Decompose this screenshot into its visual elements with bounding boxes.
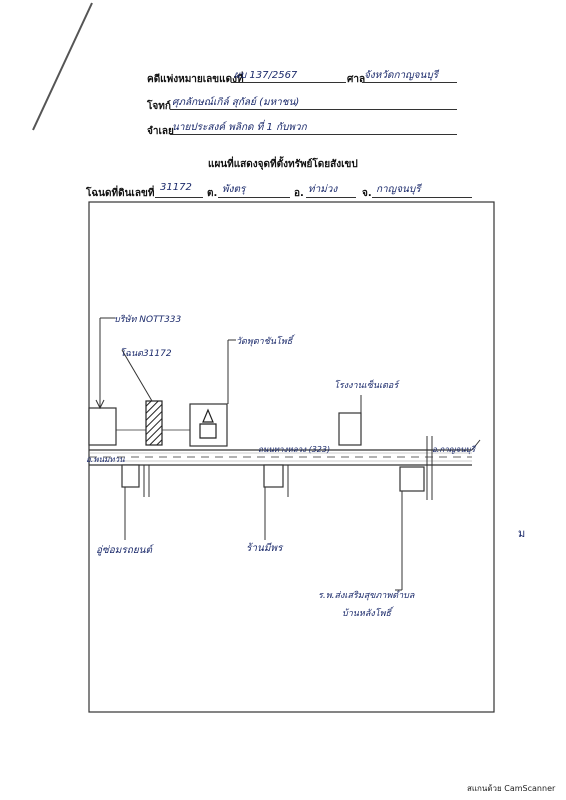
case-number-value: ผบ 137/2567 [234, 70, 298, 81]
map-title: แผนที่แสดงจุดที่ตั้งทรัพย์โดยสังเขป [208, 159, 358, 170]
shop-label: ร้านมีพร [246, 543, 283, 554]
garage-label: อู่ซ่อมรถยนต์ [96, 545, 153, 556]
province: กาญจนบุรี [376, 184, 421, 195]
subdistrict: พังตรุ [222, 184, 246, 195]
north-mark: ม [518, 527, 526, 540]
pen-stroke [32, 2, 93, 131]
garage-building [121, 464, 140, 488]
plaintiff-label: โจทก์ [147, 101, 171, 112]
deed-label: โฉนดที่ดินเลขที่ [86, 188, 155, 199]
factory-building [338, 412, 362, 446]
plaintiff-line [170, 109, 457, 110]
hospital-label-line1: ร.พ.ส่งเสริมสุขภาพตำบล [318, 591, 415, 601]
subject-plot [145, 400, 163, 446]
hospital-label-line2: บ้านหลังโพธิ์ [342, 609, 392, 619]
plot-label: โฉนด31172 [120, 349, 172, 359]
court-line [362, 82, 457, 83]
district-line [306, 197, 356, 198]
shop-building [263, 464, 284, 488]
court-name: จังหวัดกาญจนบุรี [364, 70, 439, 81]
subdistrict-prefix: ต. [207, 188, 218, 199]
scanner-watermark: สแกนด้วย CamScanner [467, 784, 556, 793]
company-building [88, 407, 117, 446]
temple-icon [199, 408, 217, 439]
factory-label: โรงงานเซ็นเตอร์ [334, 381, 399, 391]
district: ท่าม่วง [308, 184, 338, 195]
province-prefix: จ. [362, 188, 372, 199]
court-label: ศาล [347, 74, 366, 85]
road-left-label: อ.พนมทวน [86, 455, 125, 464]
company-label: บริษัท NOTT333 [114, 315, 182, 325]
defendant-name: นายประสงค์ พลิกด ที่ 1 กับพวก [172, 122, 307, 133]
plaintiff-name: ศุภลักษณ์เกิล์ สุกัลย์ (มหาชน) [172, 97, 300, 108]
road-right-label: อ.กาญจนบุรี [432, 445, 476, 454]
defendant-label: จำเลย [147, 126, 174, 137]
subdistrict-line [218, 197, 290, 198]
road-label: ถนนทางหลวง (323) [258, 445, 331, 454]
defendant-line [170, 134, 457, 135]
hospital-building [399, 466, 425, 492]
deed-number-line [155, 197, 203, 198]
province-line [372, 197, 472, 198]
plot-pointer [121, 349, 153, 402]
temple-label: วัดพุตาชันโพธิ์ [236, 337, 293, 347]
district-prefix: อ. [294, 188, 304, 199]
case-number-line [231, 82, 346, 83]
case-number-label: คดีแพ่งหมายเลขแดงที่ [147, 74, 244, 85]
deed-number: 31172 [160, 182, 192, 193]
